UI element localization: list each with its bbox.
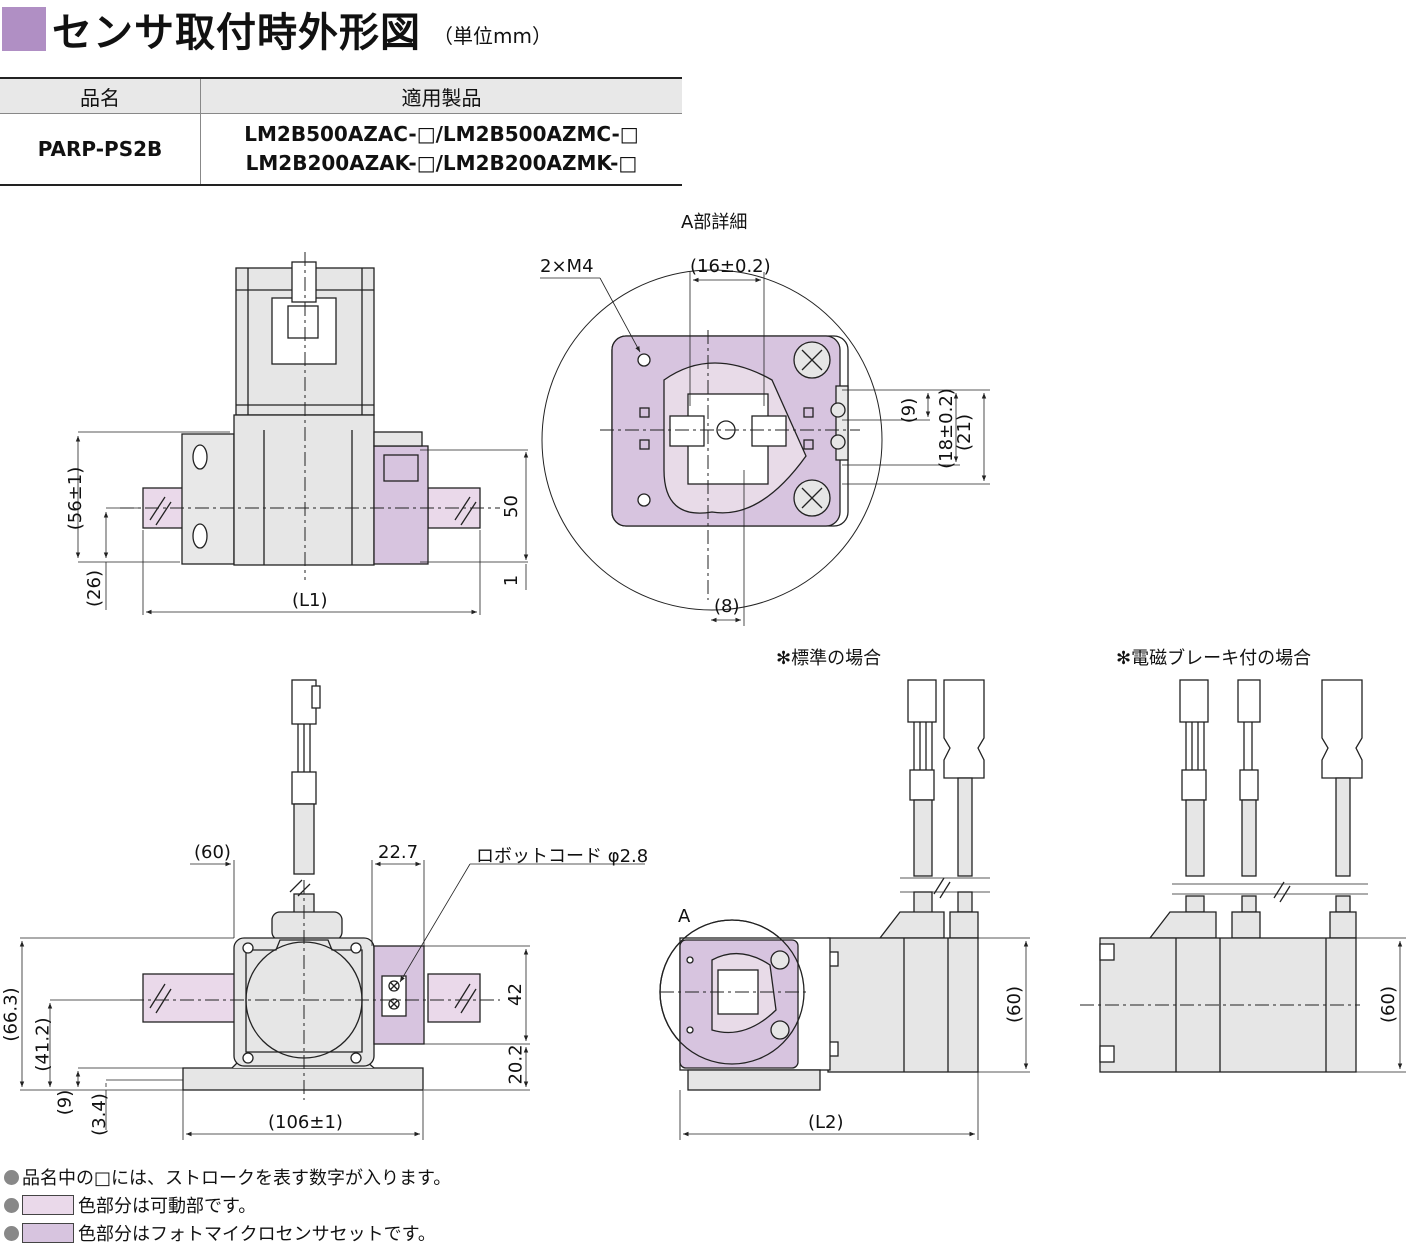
- dim-60-side: (60): [194, 842, 231, 863]
- dim-66-3: (66.3): [0, 987, 22, 1042]
- bullet-icon: [4, 1169, 19, 1185]
- dim-L1: (L1): [292, 590, 328, 611]
- bullet-icon: [4, 1225, 19, 1241]
- dim-56: (56±1): [65, 466, 87, 531]
- product-line-1: LM2B500AZAC-□/LM2B500AZMC-□: [244, 122, 639, 146]
- product-list: LM2B500AZAC-□/LM2B500AZMC-□ LM2B200AZAK-…: [200, 113, 682, 186]
- screw-label: 2×M4: [540, 256, 594, 277]
- page-title: センサ取付時外形図: [52, 10, 421, 56]
- dim-8: (8): [714, 596, 740, 617]
- table-row: PARP-PS2B LM2B500AZAC-□/LM2B500AZMC-□ LM…: [0, 113, 682, 186]
- dim-60-standard: (60): [1003, 986, 1025, 1023]
- dim-L2: (L2): [808, 1112, 844, 1133]
- dim-26: (26): [83, 570, 105, 607]
- title-bar: センサ取付時外形図 （単位mm）: [2, 4, 552, 56]
- standard-view: [659, 679, 1030, 1140]
- dim-1: 1: [501, 574, 523, 587]
- note-1: 品名中の□には、ストロークを表す数字が入ります。: [4, 1164, 451, 1190]
- brake-title: ✻電磁ブレーキ付の場合: [1116, 648, 1312, 669]
- dim-50: 50: [500, 495, 522, 518]
- header-name: 品名: [0, 77, 201, 114]
- product-line-2: LM2B200AZAK-□/LM2B200AZMK-□: [245, 151, 638, 175]
- sensor-swatch: [22, 1223, 74, 1243]
- bullet-icon: [4, 1197, 19, 1213]
- dim-9-detail: (9): [898, 397, 920, 424]
- dim-21: (21): [953, 414, 975, 451]
- dim-22-7: 22.7: [378, 842, 419, 863]
- movable-swatch: [22, 1195, 74, 1215]
- unit-label: （単位mm）: [433, 23, 552, 48]
- brake-view: [1080, 679, 1406, 1073]
- dim-60-brake: (60): [1377, 986, 1399, 1023]
- label-a: A: [678, 906, 691, 927]
- dim-3-4: (3.4): [88, 1093, 110, 1136]
- dim-16: (16±0.2): [690, 256, 771, 277]
- dim-9-side: (9): [54, 1089, 76, 1116]
- dim-106: (106±1): [268, 1112, 343, 1133]
- header-products: 適用製品: [200, 77, 682, 114]
- product-name: PARP-PS2B: [0, 113, 201, 186]
- detail-a-view: [540, 269, 990, 626]
- front-view: [75, 252, 529, 615]
- note-3: 色部分はフォトマイクロセンサセットです。: [4, 1220, 436, 1246]
- note-2: 色部分は可動部です。: [4, 1192, 256, 1218]
- dim-20-2: 20.2: [505, 1044, 527, 1085]
- spec-table: 品名 適用製品 PARP-PS2B LM2B500AZAC-□/LM2B500A…: [0, 77, 682, 186]
- detail-a-title: A部詳細: [681, 212, 748, 233]
- dim-42: 42: [504, 983, 526, 1006]
- note-text: 色部分は可動部です。: [78, 1196, 257, 1217]
- title-square-icon: [2, 7, 46, 51]
- side-view: [19, 679, 645, 1140]
- note-text: 色部分はフォトマイクロセンサセットです。: [78, 1224, 436, 1245]
- dim-41-2: (41.2): [32, 1017, 54, 1072]
- note-text: 品名中の□には、ストロークを表す数字が入ります。: [22, 1168, 452, 1189]
- cable-label: ロボットコード φ2.8: [476, 846, 649, 867]
- standard-title: ✻標準の場合: [776, 648, 882, 669]
